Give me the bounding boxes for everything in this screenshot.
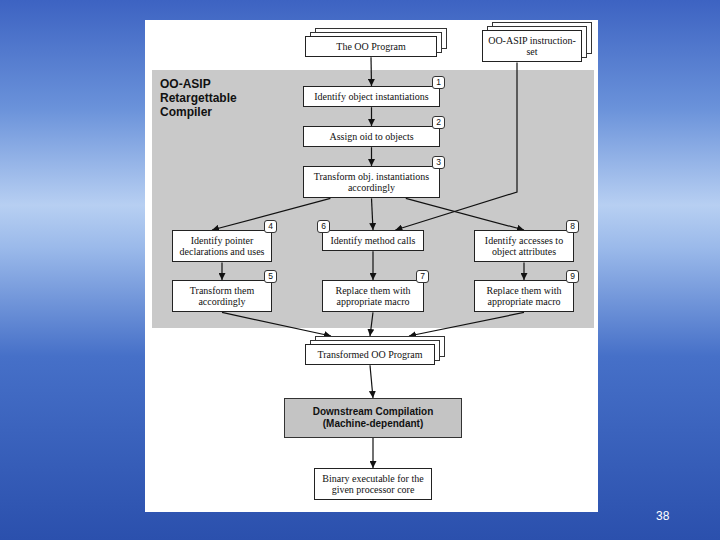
box-text: Transformed OO Program bbox=[310, 349, 430, 360]
box-text: Replace them with appropriate macro bbox=[327, 285, 419, 307]
box-text: Binary executable for the given processo… bbox=[319, 473, 427, 495]
page-number: 38 bbox=[656, 509, 669, 523]
process-box: Identify accesses to object attributes bbox=[474, 230, 574, 262]
box-text: OO-ASIP instruction-set bbox=[487, 35, 577, 57]
callout-number: 5 bbox=[264, 270, 277, 283]
flow-arrow bbox=[371, 147, 372, 166]
callout-number: 6 bbox=[317, 220, 330, 233]
process-box: Transform them accordingly bbox=[172, 280, 272, 312]
callout-number: 9 bbox=[566, 270, 579, 283]
flow-arrow bbox=[372, 251, 373, 280]
flow-arrow bbox=[222, 312, 331, 336]
band-heading: OO-ASIP Retargettable Compiler bbox=[160, 78, 272, 119]
flow-arrow bbox=[372, 438, 373, 468]
flow-arrow bbox=[370, 312, 373, 336]
callout-number: 4 bbox=[264, 220, 277, 233]
flow-arrow bbox=[372, 198, 374, 230]
document-stack: Transformed OO Program bbox=[305, 344, 435, 365]
box-text: Identify object instantiations bbox=[308, 91, 435, 102]
document-stack: OO-ASIP instruction-set bbox=[482, 30, 582, 62]
flow-arrow bbox=[395, 62, 517, 230]
flow-arrow bbox=[406, 198, 524, 230]
box-text: Identify pointer declarations and uses bbox=[177, 235, 267, 257]
box-text: Identify accesses to object attributes bbox=[479, 235, 569, 257]
process-box: Replace them with appropriate macro bbox=[474, 280, 574, 312]
flow-arrow bbox=[370, 365, 373, 398]
process-box: Identify object instantiations bbox=[303, 86, 440, 107]
callout-number: 8 bbox=[566, 220, 579, 233]
box-text: Transform them accordingly bbox=[177, 285, 267, 307]
callout-number: 1 bbox=[432, 76, 445, 89]
box-text: The OO Program bbox=[310, 41, 432, 52]
document-stack: The OO Program bbox=[305, 36, 437, 57]
box-text: Transform obj. instantiations accordingl… bbox=[308, 171, 435, 193]
compilation-box: Downstream Compilation (Machine-dependan… bbox=[284, 398, 462, 438]
box-text: Assign oid to objects bbox=[308, 131, 435, 142]
box-text: Replace them with appropriate macro bbox=[479, 285, 569, 307]
flow-arrow bbox=[370, 57, 372, 86]
output-box: Binary executable for the given processo… bbox=[314, 468, 432, 500]
process-box: Replace them with appropriate macro bbox=[322, 280, 424, 312]
box-text: Identify method calls bbox=[327, 235, 419, 246]
callout-number: 3 bbox=[432, 156, 445, 169]
process-box: Assign oid to objects bbox=[303, 126, 440, 147]
callout-number: 2 bbox=[432, 116, 445, 129]
flow-arrow bbox=[409, 312, 524, 336]
callout-number: 7 bbox=[416, 270, 429, 283]
flow-arrow bbox=[371, 107, 372, 126]
process-box: Identify pointer declarations and uses bbox=[172, 230, 272, 262]
flow-arrow bbox=[221, 262, 222, 280]
process-box: Identify method calls bbox=[322, 230, 424, 251]
flow-arrow bbox=[523, 262, 524, 280]
compiler-band: OO-ASIP Retargettable Compiler Identify o… bbox=[152, 70, 594, 328]
box-text: Downstream Compilation (Machine-dependan… bbox=[289, 406, 457, 430]
process-box: Transform obj. instantiations accordingl… bbox=[303, 166, 440, 198]
